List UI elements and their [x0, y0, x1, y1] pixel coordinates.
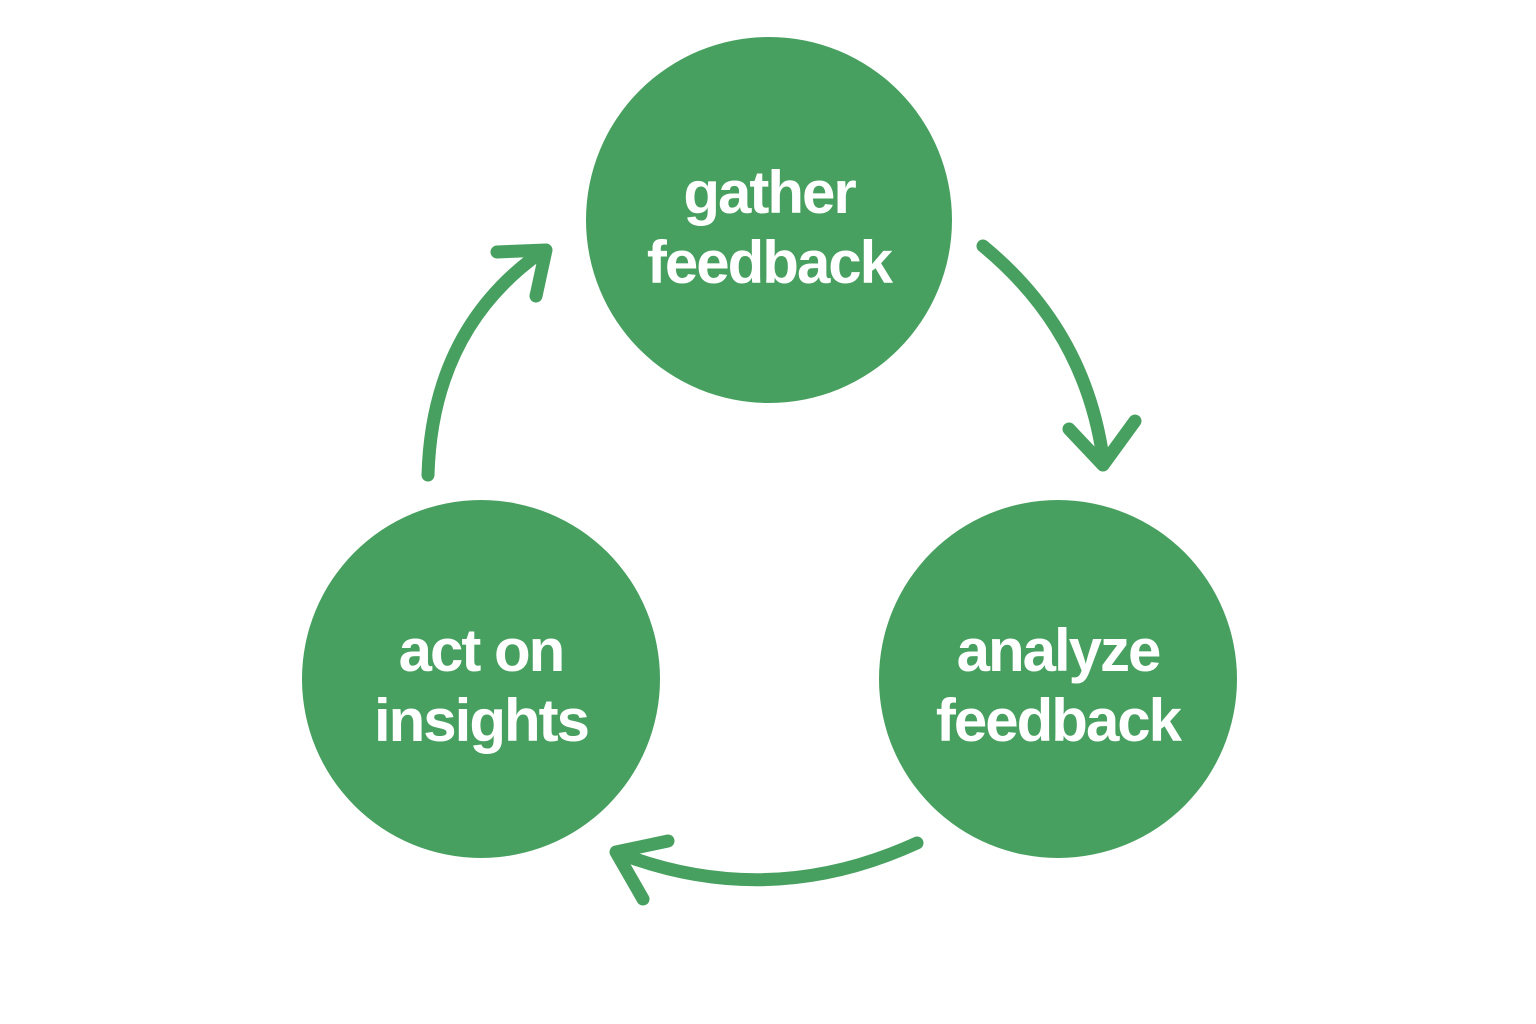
- act-on-insights-label-line2: insights: [374, 687, 588, 754]
- gather-feedback-circle: [586, 37, 952, 403]
- act-on-insights-label-line1: act on: [399, 617, 564, 684]
- arrow-act-to-gather-head-icon: [490, 243, 553, 303]
- analyze-feedback-circle: [879, 500, 1237, 858]
- gather-feedback-label-line2: feedback: [647, 229, 894, 296]
- arrow-analyze-to-act-head-icon: [609, 834, 675, 906]
- analyze-feedback-label-line1: analyze: [957, 617, 1160, 684]
- analyze-feedback-label-line2: feedback: [936, 687, 1183, 754]
- act-on-insights-circle: [302, 500, 660, 858]
- arrow-gather-to-analyze-body: [976, 239, 1110, 465]
- arrow-gather-to-analyze: [976, 239, 1142, 472]
- arrow-analyze-to-act-body: [625, 836, 924, 887]
- arrow-act-to-gather-body: [421, 246, 547, 482]
- arrow-gather-to-analyze-head-icon: [1062, 414, 1142, 472]
- node-act-on-insights: act on insights: [302, 500, 660, 858]
- arrow-act-to-gather: [421, 243, 553, 482]
- node-gather-feedback: gather feedback: [586, 37, 952, 403]
- arrow-analyze-to-act: [609, 834, 924, 906]
- node-analyze-feedback: analyze feedback: [879, 500, 1237, 858]
- gather-feedback-label-line1: gather: [683, 159, 856, 226]
